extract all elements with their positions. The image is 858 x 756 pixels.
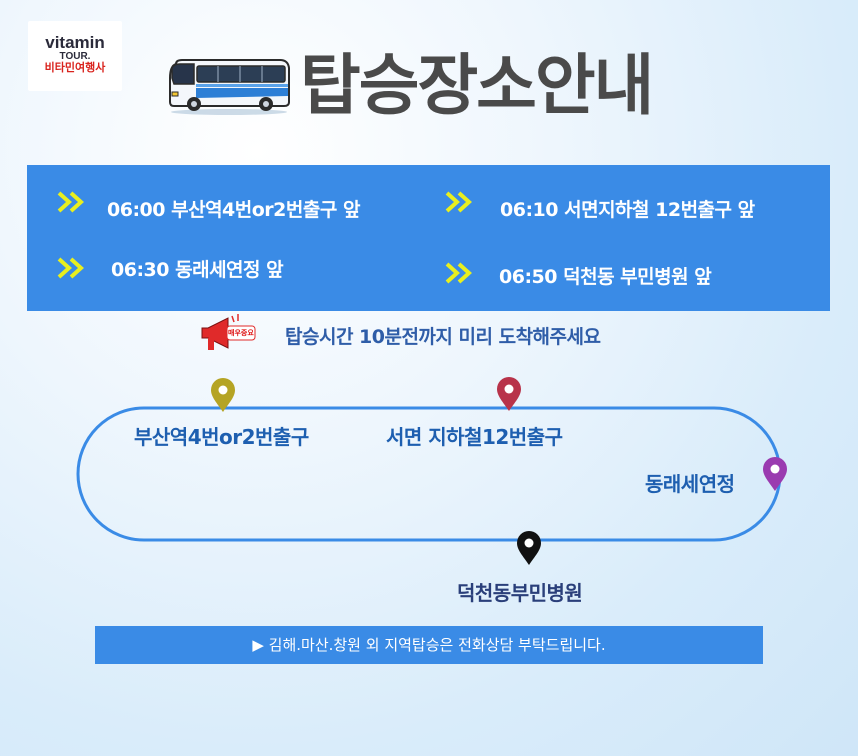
schedule-time: 06:30: [111, 259, 169, 281]
page-title: 탑승장소안내: [300, 47, 654, 124]
double-chevron-icon: [445, 262, 472, 284]
schedule-item: 06:10 서면지하철 12번출구 앞: [500, 195, 755, 222]
brand-logo: vitamin TOUR. 비타민여행사: [28, 21, 122, 91]
megaphone-icon: [201, 314, 256, 350]
schedule-item: 06:30 동래세연정 앞: [111, 255, 284, 282]
schedule-time: 06:10: [500, 199, 558, 221]
schedule-panel: 06:00 부산역4번or2번출구 앞 06:10 서면지하철 12번출구 앞 …: [27, 165, 830, 311]
notice-text: 탑승시간 10분전까지 미리 도착해주세요: [285, 326, 601, 348]
logo-line-3: 비타민여행사: [44, 62, 106, 74]
bus-icon: [169, 59, 290, 115]
route-stop-label: 부산역4번or2번출구: [134, 425, 309, 449]
schedule-item: 06:00 부산역4번or2번출구 앞: [107, 195, 360, 222]
route-stop-label: 동래세연정: [645, 472, 735, 496]
schedule-place: 부산역4번or2번출구 앞: [171, 199, 360, 221]
location-pin-icon: [517, 531, 541, 565]
logo-line-2: TOUR.: [59, 51, 91, 62]
location-pin-icon: [497, 377, 521, 411]
location-pin-icon: [763, 457, 787, 491]
notice-badge: 매우중요: [228, 329, 254, 337]
schedule-item: 06:50 덕천동 부민병원 앞: [499, 262, 712, 289]
double-chevron-icon: [57, 191, 84, 213]
route-stop-label: 서면 지하철12번출구: [386, 425, 563, 449]
footer-notice: ▶ 김해.마산.창원 외 지역탑승은 전화상담 부탁드립니다.: [95, 626, 763, 664]
logo-line-1: vitamin: [45, 33, 105, 52]
schedule-time: 06:00: [107, 199, 165, 221]
double-chevron-icon: [445, 191, 472, 213]
double-chevron-icon: [57, 257, 84, 279]
schedule-place: 동래세연정 앞: [175, 259, 284, 281]
schedule-time: 06:50: [499, 266, 557, 288]
route-stop-label: 덕천동부민병원: [457, 581, 583, 605]
schedule-place: 서면지하철 12번출구 앞: [564, 199, 755, 221]
location-pin-icon: [211, 378, 235, 412]
schedule-place: 덕천동 부민병원 앞: [563, 266, 712, 288]
